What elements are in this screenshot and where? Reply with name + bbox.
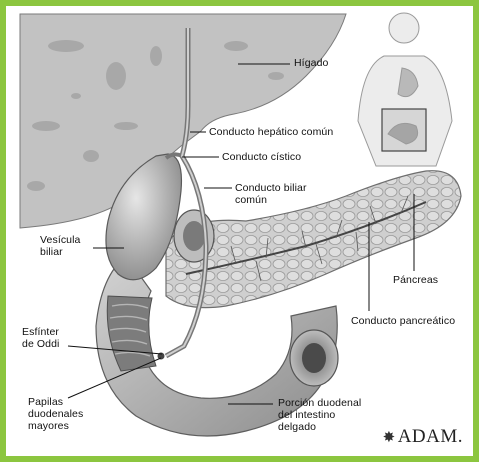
label-pancreas: Páncreas [393, 274, 438, 286]
adam-logo-text: ADAM. [398, 426, 463, 447]
label-conducto-hepatico-comun: Conducto hepático común [209, 126, 333, 138]
label-conducto-pancreatico: Conducto pancreático [351, 315, 455, 327]
label-higado: Hígado [294, 57, 328, 69]
anatomy-illustration [6, 6, 473, 456]
label-porcion-duodenal: Porción duodenal del intestino delgado [278, 397, 361, 433]
label-esfinter-de-oddi: Esfínter de Oddi [22, 326, 59, 350]
label-conducto-cistico: Conducto cístico [222, 151, 301, 163]
adam-logo-icon: ✸ [383, 430, 396, 446]
label-conducto-biliar-comun: Conducto biliar común [235, 182, 307, 206]
label-vesicula-biliar: Vesícula biliar [40, 234, 81, 258]
adam-logo: ✸ADAM. [383, 426, 463, 448]
illustration-canvas: Hígado Conducto hepático común Conducto … [6, 6, 473, 456]
body-inset [358, 13, 452, 166]
label-papilas-duodenales-mayores: Papilas duodenales mayores [28, 396, 83, 432]
